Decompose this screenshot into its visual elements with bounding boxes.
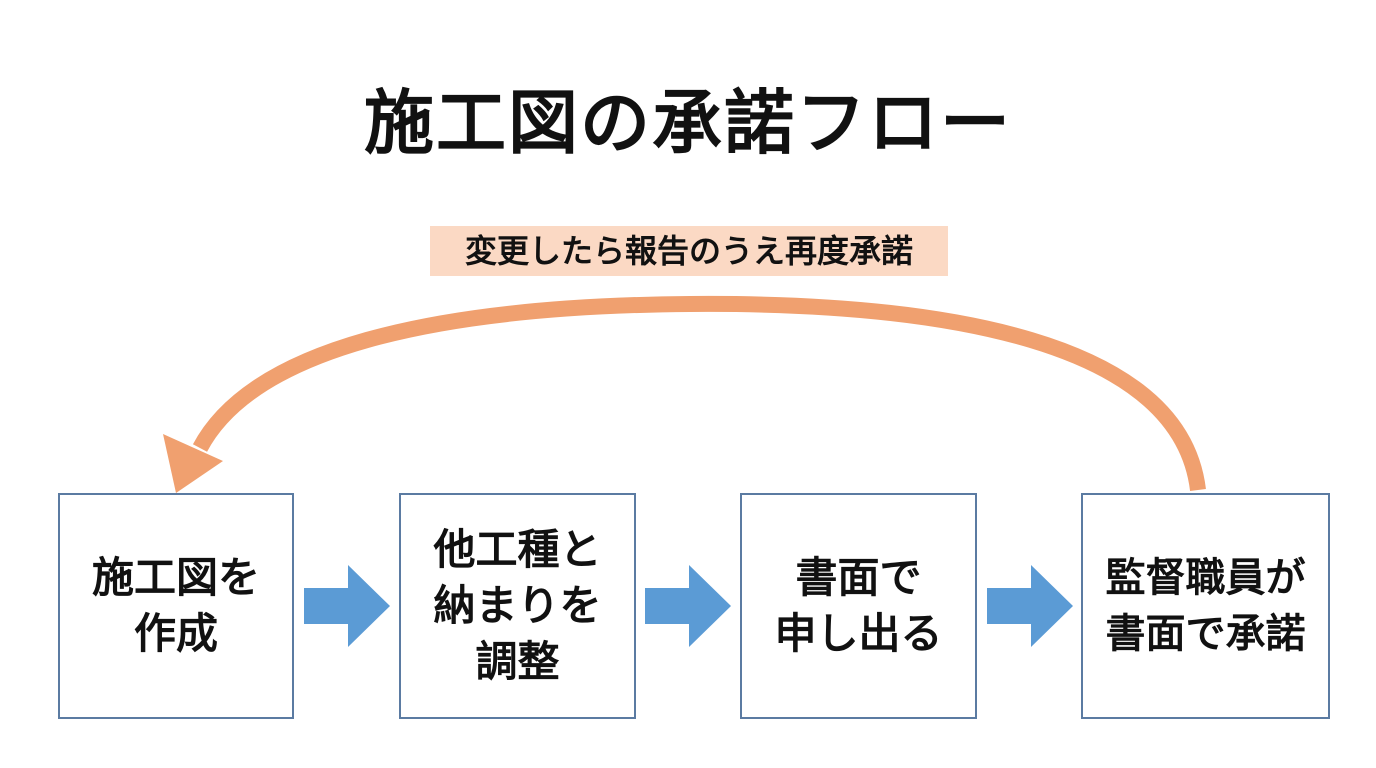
step-box-submit-in-writing: 書面で 申し出る: [740, 493, 977, 719]
step-box-coordinate: 他工種と 納まりを 調整: [399, 493, 636, 719]
step-label: 書面で 申し出る: [774, 553, 943, 658]
loop-arrow-curve: [192, 295, 1206, 491]
right-arrow-icon: [304, 565, 390, 647]
step-label: 施工図を 作成: [91, 553, 260, 658]
step-label: 他工種と 納まりを 調整: [433, 525, 602, 686]
loop-label: 変更したら報告のうえ再度承諾: [430, 226, 948, 276]
right-arrow-icon: [645, 565, 731, 647]
right-arrow-icon: [987, 565, 1073, 647]
loop-arrow-head: [163, 434, 223, 493]
step-box-approval: 監督職員が 書面で承諾: [1081, 493, 1330, 719]
step-box-create-drawing: 施工図を 作成: [58, 493, 294, 719]
step-label: 監督職員が 書面で承諾: [1105, 555, 1306, 657]
diagram-title: 施工図の承諾フロー: [364, 82, 1012, 164]
